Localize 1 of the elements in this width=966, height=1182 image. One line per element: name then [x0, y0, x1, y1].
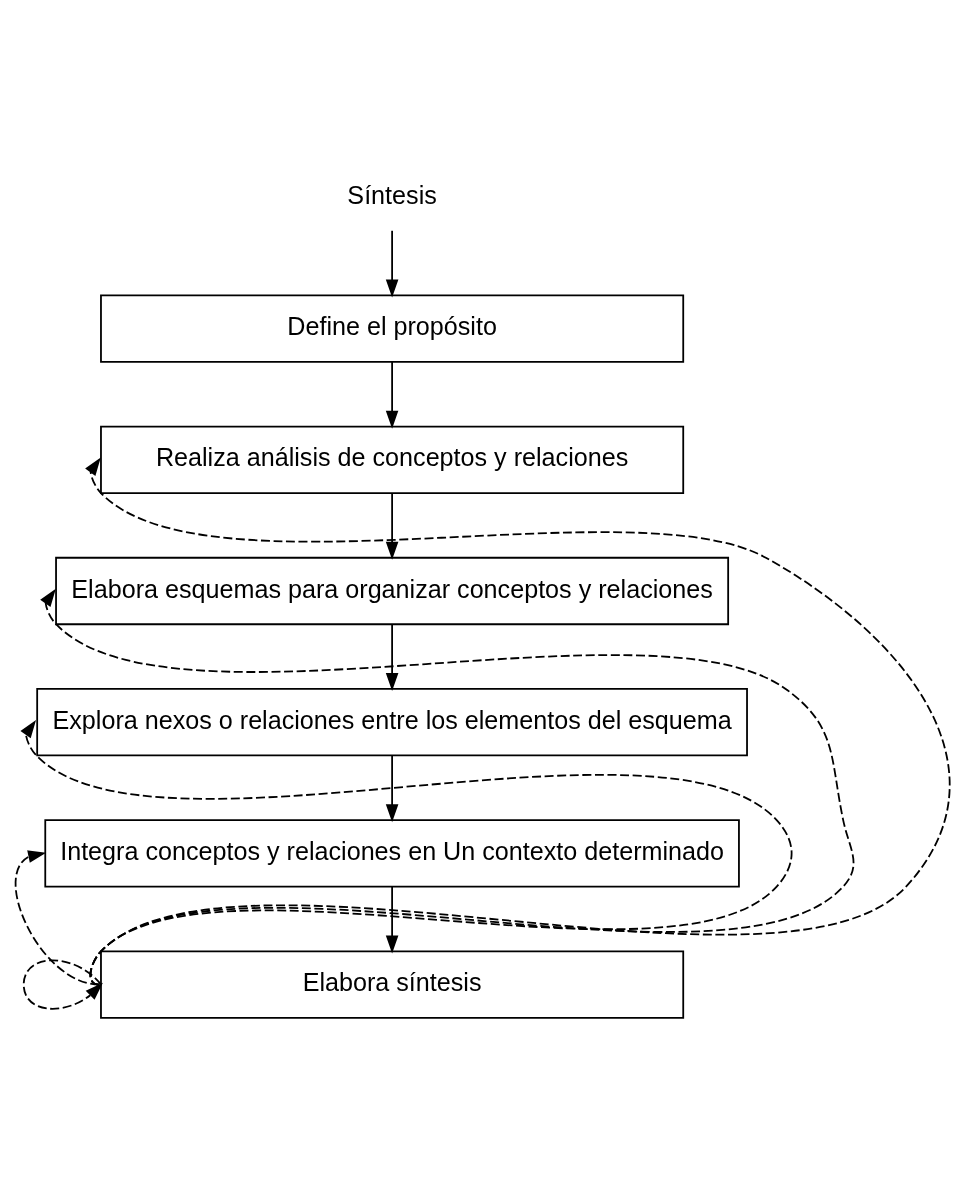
node-text: Síntesis [347, 181, 437, 210]
